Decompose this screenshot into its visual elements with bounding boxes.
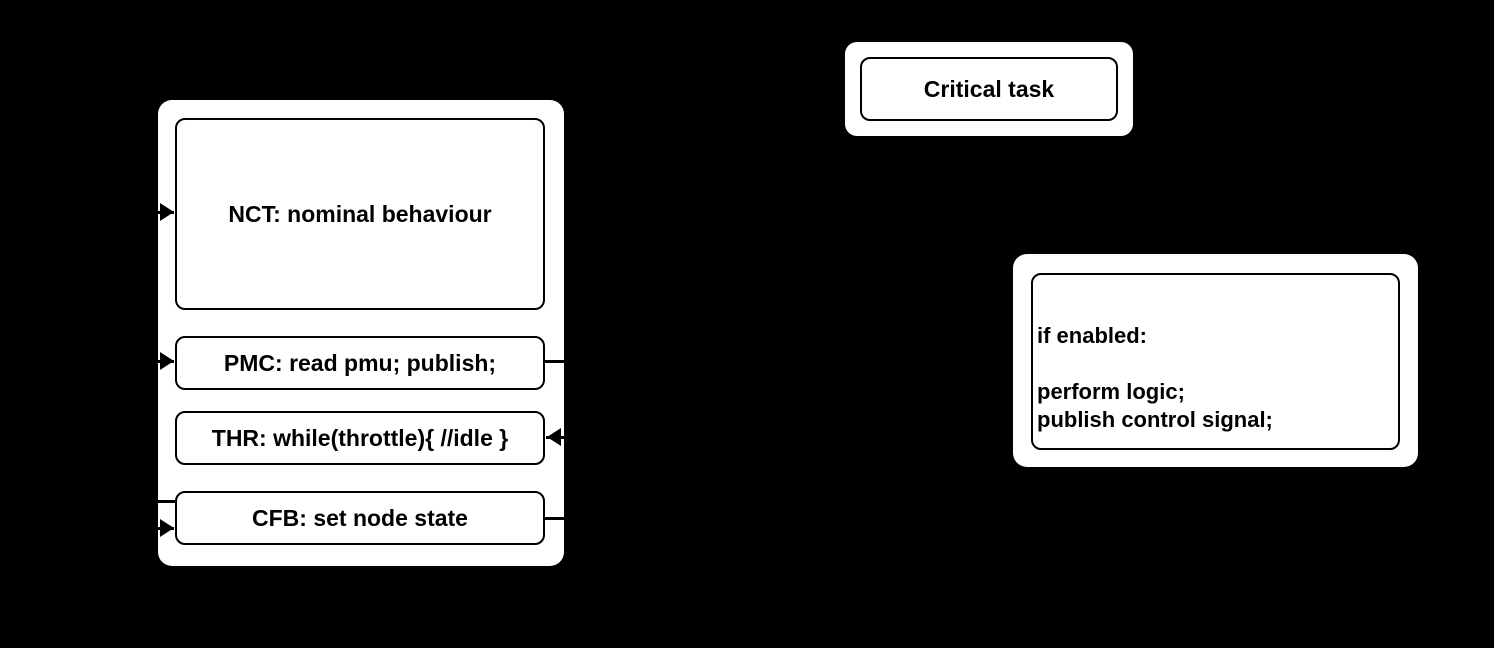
task-box-cfb[interactable]: CFB: set node state <box>175 491 545 545</box>
task-box-pmc[interactable]: PMC: read pmu; publish; <box>175 336 545 390</box>
arrow-right-icon-in-pmc <box>160 352 174 370</box>
arrow-left-icon-in-thr <box>547 428 561 446</box>
task-box-nct[interactable]: NCT: nominal behaviour <box>175 118 545 310</box>
critical-task-box[interactable]: Critical task <box>860 57 1118 121</box>
arrow-right-icon-in-cfb <box>160 519 174 537</box>
task-box-nct-label: NCT: nominal behaviour <box>228 200 492 227</box>
task-box-pmc-label: PMC: read pmu; publish; <box>223 349 497 376</box>
connector-line-out-cfb <box>544 517 568 520</box>
connector-line-stub-cfb-top <box>152 500 176 503</box>
connector-line-out-pmc <box>544 360 568 363</box>
task-box-cfb-label: CFB: set node state <box>252 504 468 531</box>
arrow-right-icon-in-nct <box>160 203 174 221</box>
control-task-box[interactable]: if enabled: perform logic; publish contr… <box>1031 273 1400 450</box>
task-box-thr-label: THR: while(throttle){ //idle } <box>211 424 509 451</box>
control-task-code: if enabled: perform logic; publish contr… <box>1037 323 1273 433</box>
task-box-thr[interactable]: THR: while(throttle){ //idle } <box>175 411 545 465</box>
critical-task-label: Critical task <box>923 75 1055 102</box>
